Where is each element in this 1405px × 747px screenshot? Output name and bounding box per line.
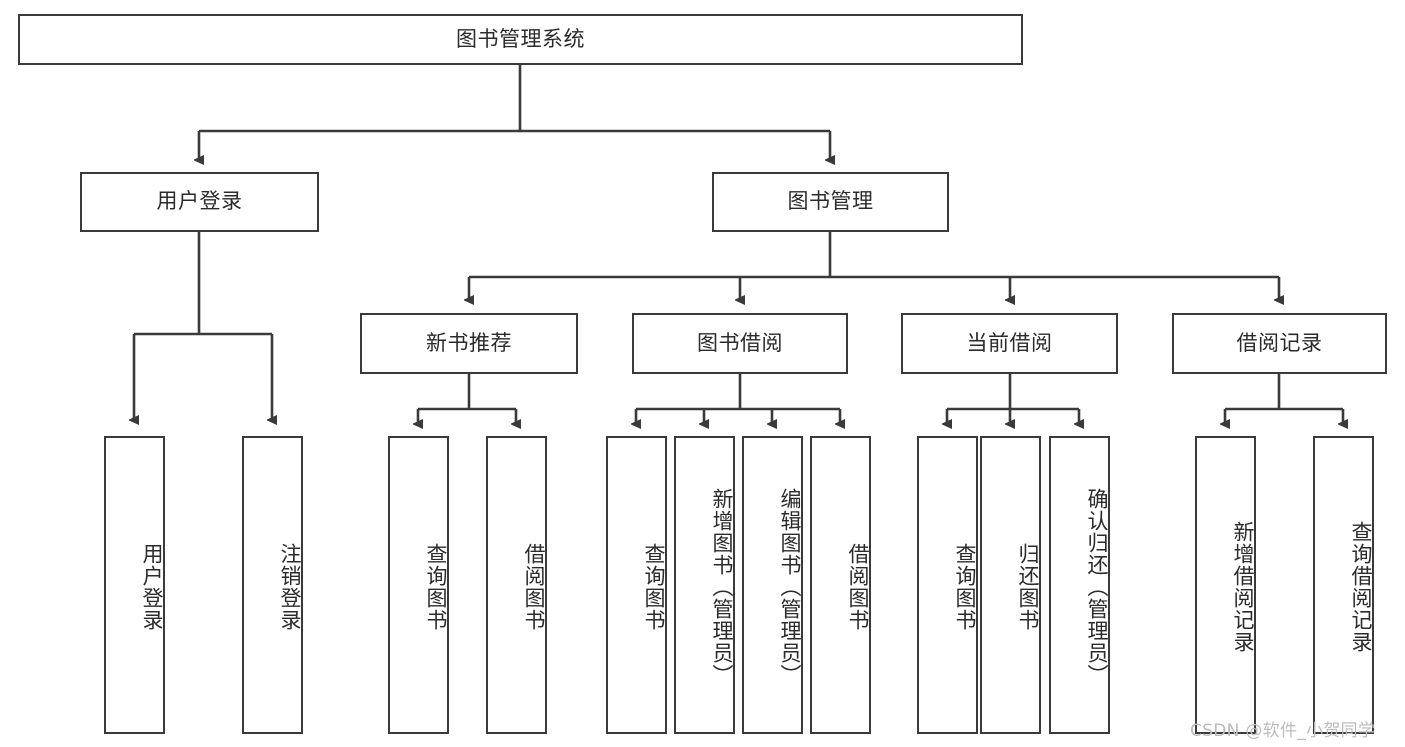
leaf-query-book-borrow[interactable]: 查询图书 <box>606 436 667 734</box>
node-label: 归还图书 <box>1016 543 1040 631</box>
node-new-book-recommend[interactable]: 新书推荐 <box>360 313 578 374</box>
leaf-add-borrow-record[interactable]: 新增借阅记录 <box>1195 436 1256 734</box>
leaf-edit-book-admin[interactable]: 编辑图书（管理员） <box>742 436 803 734</box>
node-label: 编辑图书（管理员） <box>778 488 802 686</box>
node-label: 查询借阅记录 <box>1349 521 1373 653</box>
node-book-management[interactable]: 图书管理 <box>712 172 949 232</box>
leaf-query-book-current[interactable]: 查询图书 <box>917 436 978 734</box>
node-label: 新增借阅记录 <box>1231 521 1255 653</box>
node-label: 查询图书 <box>953 543 977 631</box>
node-borrow-record[interactable]: 借阅记录 <box>1172 313 1387 374</box>
node-label: 图书管理 <box>787 189 874 214</box>
node-label: 查询图书 <box>642 543 666 631</box>
node-user-login[interactable]: 用户登录 <box>80 172 319 232</box>
leaf-user-login[interactable]: 用户登录 <box>104 436 165 734</box>
node-current-borrow[interactable]: 当前借阅 <box>901 313 1118 374</box>
leaf-confirm-return-admin[interactable]: 确认归还（管理员） <box>1049 436 1110 734</box>
node-root-system[interactable]: 图书管理系统 <box>18 14 1023 65</box>
leaf-borrow-book-recommend[interactable]: 借阅图书 <box>486 436 547 734</box>
node-label: 查询图书 <box>424 543 448 631</box>
node-label: 新书推荐 <box>426 330 512 355</box>
leaf-query-book-recommend[interactable]: 查询图书 <box>388 436 449 734</box>
leaf-query-borrow-record[interactable]: 查询借阅记录 <box>1313 436 1374 734</box>
leaf-return-book[interactable]: 归还图书 <box>980 436 1041 734</box>
node-label: 用户登录 <box>140 543 164 631</box>
node-label: 借阅记录 <box>1236 330 1323 355</box>
node-label: 借阅图书 <box>522 543 546 631</box>
node-label: 当前借阅 <box>966 330 1053 355</box>
leaf-add-book-admin[interactable]: 新增图书（管理员） <box>674 436 735 734</box>
node-book-borrow[interactable]: 图书借阅 <box>632 313 848 374</box>
node-label: 新增图书（管理员） <box>710 488 734 686</box>
node-label: 图书管理系统 <box>456 26 585 51</box>
node-label: 用户登录 <box>156 189 243 214</box>
leaf-borrow-book[interactable]: 借阅图书 <box>810 436 871 734</box>
node-label: 图书借阅 <box>697 330 783 355</box>
csdn-watermark: CSDN @软件_小贺同学 <box>1190 721 1376 741</box>
node-label: 借阅图书 <box>846 543 870 631</box>
node-label: 注销登录 <box>278 543 302 631</box>
node-label: 确认归还（管理员） <box>1085 488 1109 686</box>
leaf-logout-login[interactable]: 注销登录 <box>242 436 303 734</box>
